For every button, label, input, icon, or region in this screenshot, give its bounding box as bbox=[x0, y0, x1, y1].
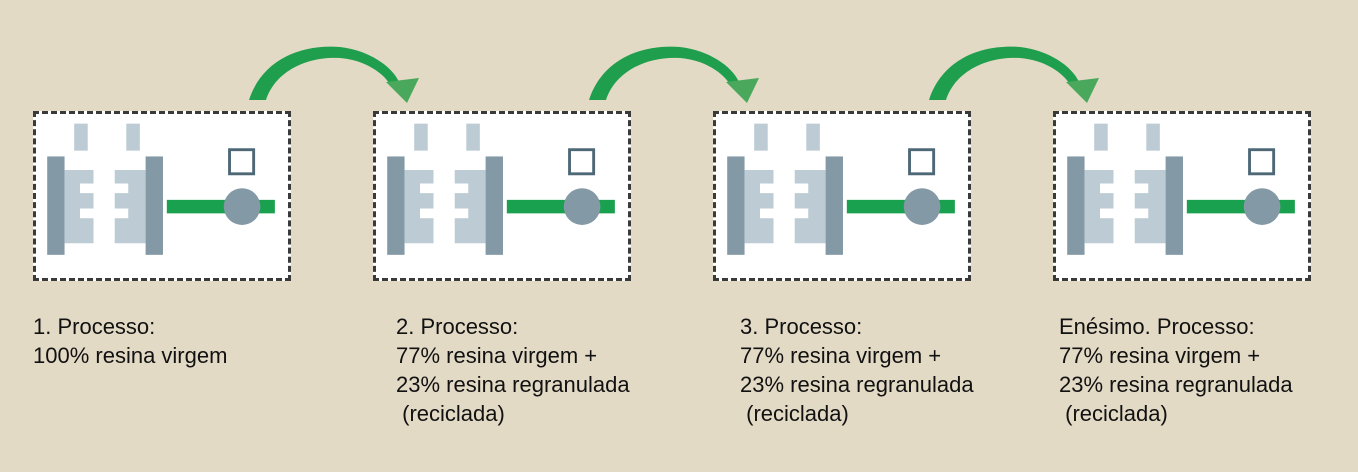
curved-arrow-icon bbox=[929, 46, 1099, 103]
caption-line: 77% resina virgem + bbox=[396, 343, 598, 368]
curved-arrow-icon bbox=[589, 46, 759, 103]
process-2-caption: 2. Processo: 77% resina virgem + 23% res… bbox=[396, 312, 630, 428]
caption-line: 77% resina virgem + bbox=[1059, 343, 1261, 368]
caption-line: 2. Processo: bbox=[396, 314, 519, 339]
process-1-caption: 1. Processo: 100% resina virgem bbox=[33, 312, 227, 370]
caption-line: 23% resina regranulada bbox=[1059, 372, 1293, 397]
caption-line: (reciclada) bbox=[740, 401, 849, 426]
caption-line: 3. Processo: bbox=[740, 314, 863, 339]
process-1-machine-box bbox=[33, 111, 291, 281]
injection-molding-machine-icon bbox=[727, 123, 955, 255]
process-3-machine-box bbox=[713, 111, 971, 281]
curved-arrow-icon bbox=[249, 46, 419, 103]
process-n-caption: Enésimo. Processo: 77% resina virgem + 2… bbox=[1059, 312, 1293, 428]
injection-molding-machine-icon bbox=[47, 123, 275, 255]
injection-molding-machine-icon bbox=[387, 123, 615, 255]
caption-line: 77% resina virgem + bbox=[740, 343, 942, 368]
caption-line: Enésimo. Processo: bbox=[1059, 314, 1255, 339]
caption-line: 1. Processo: bbox=[33, 314, 156, 339]
process-n-machine-box bbox=[1053, 111, 1311, 281]
injection-molding-machine-icon bbox=[1067, 123, 1295, 255]
process-3-caption: 3. Processo: 77% resina virgem + 23% res… bbox=[740, 312, 974, 428]
caption-line: 23% resina regranulada bbox=[740, 372, 974, 397]
caption-line: (reciclada) bbox=[396, 401, 505, 426]
caption-line: 23% resina regranulada bbox=[396, 372, 630, 397]
caption-line: 100% resina virgem bbox=[33, 343, 228, 368]
process-2-machine-box bbox=[373, 111, 631, 281]
caption-line: (reciclada) bbox=[1059, 401, 1168, 426]
